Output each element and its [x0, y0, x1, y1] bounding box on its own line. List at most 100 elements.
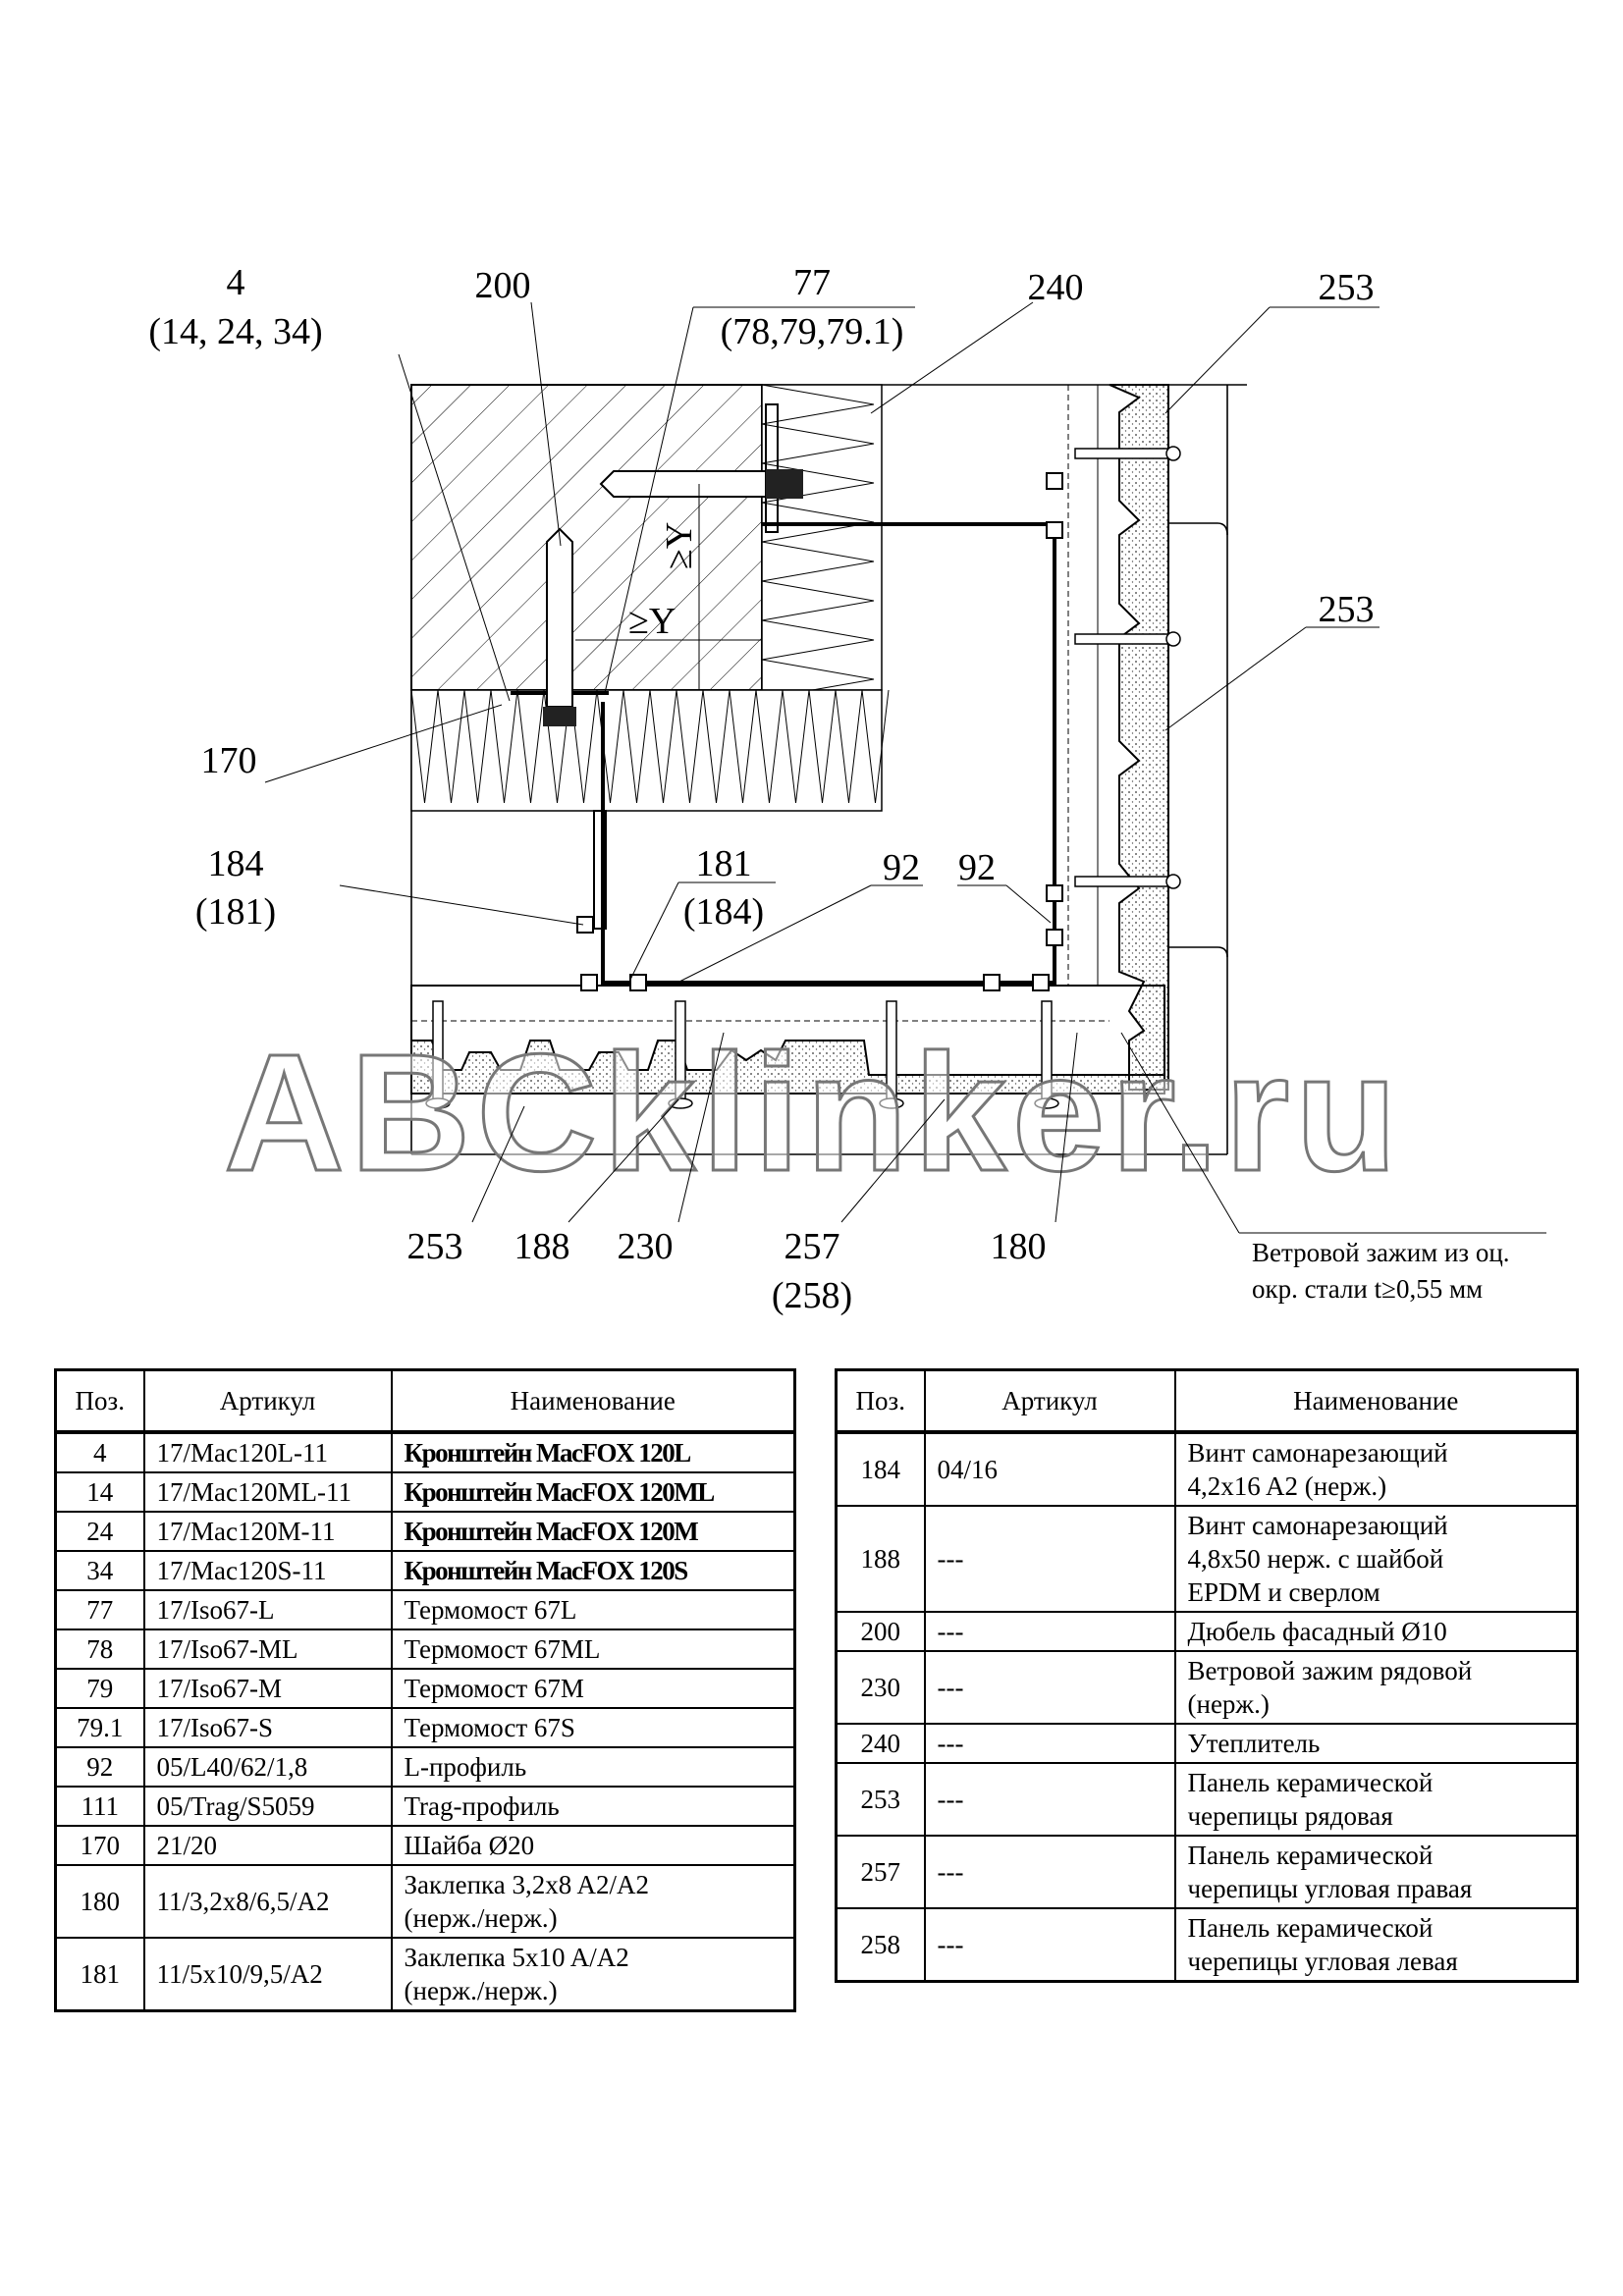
cell-article: 05/Trag/S5059: [142, 1786, 393, 1827]
cell-article: ---: [923, 1907, 1176, 1983]
cell-pos: 14: [54, 1471, 145, 1513]
callout-230: 230: [618, 1226, 674, 1267]
rivet-icon: [983, 974, 1001, 991]
cell-pos: 78: [54, 1629, 145, 1670]
cell-article: 17/Mac120L-11: [142, 1431, 393, 1473]
callout-200: 200: [475, 265, 531, 306]
ceramic-panel-right: [1067, 384, 1228, 1091]
facade-corner-section-drawing: ≥Y ≥Y ABCklinker.ru 4 (14, 24, 34) 200 7…: [148, 262, 1546, 1316]
cell-pos: 4: [54, 1431, 145, 1473]
header-name: Наименование: [1173, 1368, 1579, 1433]
rivet-icon: [576, 916, 594, 934]
cell-name: L-профиль: [390, 1746, 796, 1788]
cell-pos: 200: [835, 1611, 926, 1652]
cell-article: ---: [923, 1835, 1176, 1909]
cell-article: 17/Mac120ML-11: [142, 1471, 393, 1513]
screw-icon: [1074, 446, 1181, 461]
cell-name: Панель керамической черепицы рядовая: [1173, 1762, 1579, 1837]
cell-name: Кронштейн MacFOX 120M: [390, 1511, 796, 1552]
cell-article: 17/Mac120M-11: [142, 1511, 393, 1552]
callout-184-alt: (181): [195, 891, 276, 933]
cell-name: Кронштейн MacFOX 120S: [390, 1550, 796, 1591]
callout-labels: 4 (14, 24, 34) 200 77 (78,79,79.1) 240 2…: [148, 262, 1374, 1316]
cell-name: Кронштейн MacFOX 120L: [390, 1431, 796, 1473]
rivet-icon: [629, 974, 647, 991]
insulation-fibers: [410, 689, 890, 804]
screw-icon: [425, 1000, 451, 1109]
cell-name: Кронштейн MacFOX 120ML: [390, 1471, 796, 1513]
cell-article: ---: [923, 1650, 1176, 1725]
table-row: 200---Дюбель фасадный Ø10: [835, 1611, 1579, 1652]
table-row: 253---Панель керамической черепицы рядов…: [835, 1762, 1579, 1837]
insulation-below: [410, 689, 890, 812]
watermark: ABCklinker.ru: [224, 1020, 1397, 1206]
header-name: Наименование: [390, 1368, 796, 1433]
cell-name: Панель керамической черепицы угловая лев…: [1173, 1907, 1579, 1983]
callout-77-alt: (78,79,79.1): [721, 311, 904, 352]
cell-name: Заклепка 3,2x8 A2/A2 (нерж./нерж.): [390, 1864, 796, 1939]
table-row: 230---Ветровой зажим рядовой (нерж.): [835, 1650, 1579, 1725]
header-pos: Поз.: [54, 1368, 145, 1433]
callout-92-left: 92: [883, 847, 920, 888]
cell-pos: 181: [54, 1937, 145, 2012]
callout-253-mid: 253: [1319, 589, 1375, 630]
callout-253-bottom: 253: [407, 1226, 463, 1267]
callout-181: 181: [696, 843, 752, 884]
cell-name: Утеплитель: [1173, 1723, 1579, 1764]
cell-article: 17/Iso67-ML: [142, 1629, 393, 1670]
rivet-icon: [1032, 974, 1050, 991]
header-article: Артикул: [923, 1368, 1176, 1433]
screw-icon: [1074, 631, 1181, 647]
cell-article: ---: [923, 1723, 1176, 1764]
screw-icon: [879, 1000, 904, 1109]
wind-clip-note-line2: окр. стали t≥0,55 мм: [1252, 1274, 1483, 1304]
cell-pos: 77: [54, 1589, 145, 1630]
callout-4: 4: [227, 262, 245, 303]
cell-pos: 79: [54, 1668, 145, 1709]
cell-article: 05/L40/62/1,8: [142, 1746, 393, 1788]
cell-pos: 170: [54, 1825, 145, 1866]
cell-article: 21/20: [142, 1825, 393, 1866]
cell-article: 17/Iso67-M: [142, 1668, 393, 1709]
cell-name: Винт самонарезающий 4,8x50 нерж. с шайбо…: [1173, 1505, 1579, 1613]
screw-icon: [1034, 1000, 1059, 1109]
cell-pos: 257: [835, 1835, 926, 1909]
cell-article: 17/Mac120S-11: [142, 1550, 393, 1591]
table-row: 188---Винт самонарезающий 4,8x50 нерж. с…: [835, 1505, 1579, 1613]
dimension-y-horizontal: ≥Y: [628, 601, 676, 642]
insulation-fibers: [761, 384, 875, 700]
cell-name: Термомост 67M: [390, 1668, 796, 1709]
cell-article: 04/16: [923, 1431, 1176, 1507]
callout-181-alt: (184): [683, 891, 764, 933]
cell-pos: 230: [835, 1650, 926, 1725]
cell-name: Заклепка 5x10 A/A2 (нерж./нерж.): [390, 1937, 796, 2012]
rivet-icon: [1046, 884, 1063, 902]
rivet-icon: [1046, 929, 1063, 946]
cell-pos: 253: [835, 1762, 926, 1837]
leader-lines: [264, 301, 1546, 1234]
callout-253-top: 253: [1319, 267, 1375, 308]
cell-pos: 180: [54, 1864, 145, 1939]
cell-pos: 111: [54, 1786, 145, 1827]
cell-article: 17/Iso67-L: [142, 1589, 393, 1630]
cell-article: 11/3,2x8/6,5/A2: [142, 1864, 393, 1939]
cell-name: Термомост 67S: [390, 1707, 796, 1748]
cell-name: Панель керамической черепицы угловая пра…: [1173, 1835, 1579, 1909]
cell-name: Шайба Ø20: [390, 1825, 796, 1866]
facade-dowel-vertical: [543, 527, 576, 726]
cell-name: Винт самонарезающий 4,2x16 A2 (нерж.): [1173, 1431, 1579, 1507]
